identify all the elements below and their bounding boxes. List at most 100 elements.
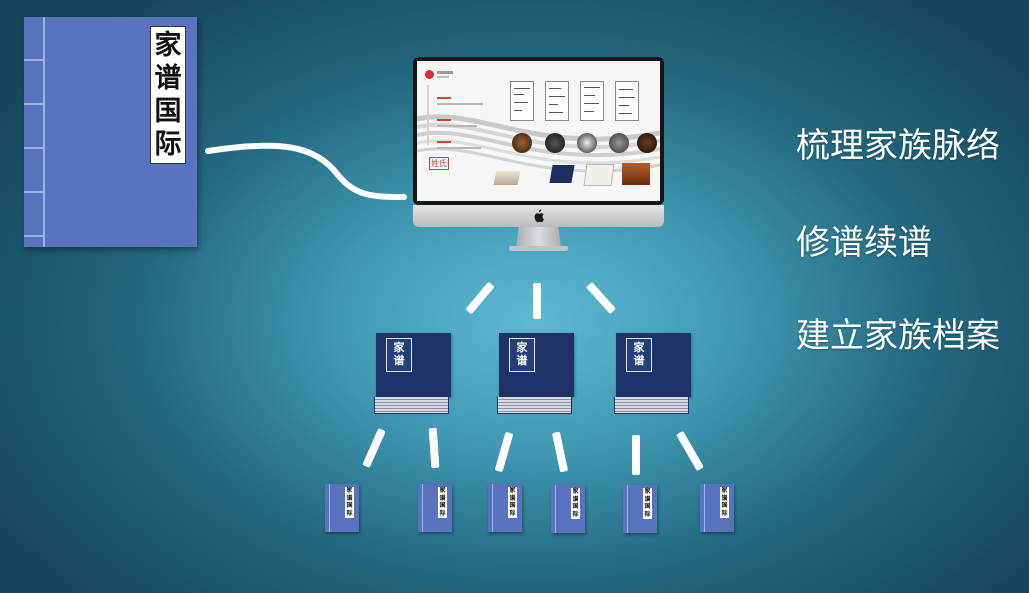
feature-sort-family-lineage: 梳理家族脉络 bbox=[796, 126, 1000, 166]
booklet-title-char: 谱 bbox=[509, 494, 516, 502]
booklet-title-char: 谱 bbox=[721, 494, 728, 502]
booklet-title-char: 家 bbox=[439, 486, 446, 494]
booklet-title-char: 际 bbox=[644, 511, 651, 519]
booklet-title-label: 家 谱 国 际 bbox=[720, 487, 729, 518]
monitor-bezel: 姓氏 bbox=[413, 57, 664, 205]
screen-text-line bbox=[437, 97, 451, 99]
book-stitch bbox=[24, 103, 44, 105]
monitor-stand-neck bbox=[516, 227, 561, 247]
booklet-title-label: 家 谱 国 际 bbox=[643, 488, 652, 519]
booklet-title-char: 际 bbox=[572, 511, 579, 519]
volume-pages bbox=[614, 397, 689, 414]
genealogy-booklet: 家 谱 国 际 bbox=[488, 484, 522, 532]
booklet-title-label: 家 谱 国 际 bbox=[438, 487, 447, 518]
book-stitch bbox=[24, 59, 44, 61]
booklet-title-label: 家 谱 国 际 bbox=[508, 487, 517, 518]
genealogy-volume: 家 谱 bbox=[374, 333, 451, 416]
genealogy-booklet: 家 谱 国 际 bbox=[325, 484, 359, 532]
connector-bar bbox=[632, 435, 640, 475]
screen-photo-circle bbox=[609, 133, 629, 153]
screen-book-photo bbox=[493, 171, 521, 185]
booklet-title-label: 家 谱 国 际 bbox=[571, 488, 580, 519]
feature-build-family-archive: 建立家族档案 bbox=[796, 316, 1000, 356]
screen-text-line bbox=[437, 147, 481, 149]
booklet-title-char: 国 bbox=[509, 502, 516, 510]
screen-book-photo bbox=[549, 165, 575, 183]
screen-photo-circle bbox=[512, 133, 532, 153]
genealogy-book-large: 家 谱 国 际 bbox=[24, 17, 197, 247]
computer-monitor: 姓氏 bbox=[413, 57, 664, 253]
booklet-spine bbox=[555, 485, 556, 533]
volume-title-char: 家 bbox=[516, 341, 528, 355]
booklet-title-char: 际 bbox=[346, 510, 353, 518]
volume-title-label: 家 谱 bbox=[626, 338, 652, 372]
book-title-char: 家 bbox=[154, 30, 182, 61]
book-stitch bbox=[24, 147, 44, 149]
screen-text-line bbox=[437, 103, 483, 105]
booklet-title-char: 国 bbox=[439, 502, 446, 510]
booklet-title-char: 家 bbox=[644, 487, 651, 495]
volume-title-char: 谱 bbox=[633, 354, 645, 367]
apple-logo-icon bbox=[534, 209, 545, 223]
booklet-title-char: 家 bbox=[572, 487, 579, 495]
book-stitch bbox=[24, 235, 44, 237]
screen-photo-circle bbox=[577, 133, 597, 153]
volume-title-char: 谱 bbox=[393, 354, 405, 367]
book-title-label: 家 谱 国 际 bbox=[150, 26, 186, 164]
feature-compile-genealogy: 修谱续谱 bbox=[796, 223, 932, 263]
monitor-stand-foot bbox=[509, 246, 568, 251]
booklet-spine bbox=[704, 484, 705, 532]
monitor-screen: 姓氏 bbox=[417, 61, 660, 201]
booklet-title-char: 国 bbox=[346, 502, 353, 510]
volume-title-char: 家 bbox=[633, 341, 645, 355]
genealogy-booklet: 家 谱 国 际 bbox=[623, 485, 657, 533]
genealogy-booklet: 家 谱 国 际 bbox=[551, 485, 585, 533]
booklet-title-char: 国 bbox=[572, 503, 579, 511]
genealogy-booklet: 家 谱 国 际 bbox=[700, 484, 734, 532]
booklet-title-char: 国 bbox=[644, 503, 651, 511]
connector-bar bbox=[533, 283, 541, 319]
screen-logo-icon bbox=[425, 70, 434, 79]
book-spine-line bbox=[43, 17, 45, 247]
volume-pages bbox=[497, 397, 572, 414]
screen-photo-circle bbox=[545, 133, 565, 153]
volume-pages bbox=[374, 397, 449, 414]
volume-cover: 家 谱 bbox=[499, 333, 574, 397]
genealogy-volume: 家 谱 bbox=[614, 333, 691, 416]
screen-vertical-rule bbox=[427, 85, 429, 145]
book-title-char: 际 bbox=[154, 129, 182, 160]
booklet-title-char: 家 bbox=[346, 486, 353, 494]
booklet-title-char: 家 bbox=[509, 486, 516, 494]
screen-book-photo bbox=[622, 163, 650, 185]
booklet-title-label: 家 谱 国 际 bbox=[345, 487, 354, 518]
screen-family-tree-chart bbox=[615, 81, 639, 121]
volume-title-label: 家 谱 bbox=[509, 338, 535, 372]
screen-book-photo bbox=[583, 164, 615, 186]
booklet-spine bbox=[492, 484, 493, 532]
screen-logo-line bbox=[437, 71, 453, 74]
booklet-title-char: 家 bbox=[721, 486, 728, 494]
book-title-char: 国 bbox=[154, 96, 182, 127]
booklet-spine bbox=[422, 484, 423, 532]
screen-text-line bbox=[437, 141, 451, 143]
genealogy-booklet: 家 谱 国 际 bbox=[418, 484, 452, 532]
screen-photo-circle bbox=[637, 133, 657, 153]
screen-text-line bbox=[437, 119, 451, 121]
volume-title-char: 谱 bbox=[516, 354, 528, 367]
genealogy-volume: 家 谱 bbox=[497, 333, 574, 416]
book-stitch bbox=[24, 191, 44, 193]
booklet-title-char: 国 bbox=[721, 502, 728, 510]
volume-title-label: 家 谱 bbox=[386, 338, 412, 372]
book-title-char: 谱 bbox=[154, 63, 182, 94]
volume-title-char: 家 bbox=[393, 341, 405, 355]
screen-side-title: 姓氏 bbox=[429, 157, 449, 170]
volume-cover: 家 谱 bbox=[616, 333, 691, 397]
booklet-title-char: 谱 bbox=[439, 494, 446, 502]
booklet-title-char: 谱 bbox=[572, 495, 579, 503]
screen-family-tree-chart bbox=[545, 81, 569, 121]
booklet-title-char: 际 bbox=[721, 510, 728, 518]
booklet-title-char: 际 bbox=[509, 510, 516, 518]
booklet-title-char: 谱 bbox=[346, 494, 353, 502]
